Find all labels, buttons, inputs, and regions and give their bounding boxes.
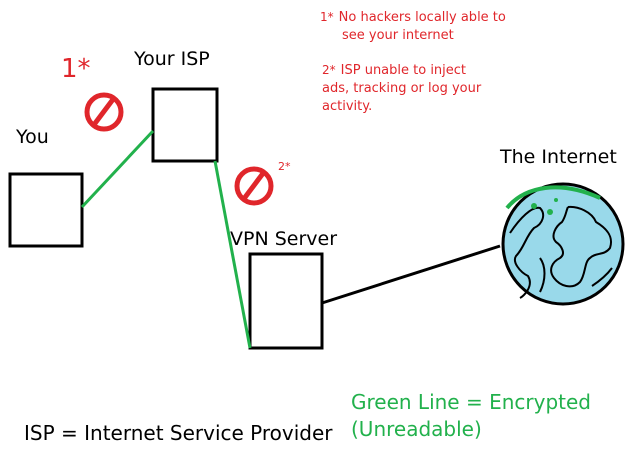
legend-line2: (Unreadable) [351,417,482,441]
isp-to-vpn-encrypted-line [213,160,252,349]
internet-label: The Internet [500,146,617,168]
vpn-server-box [248,252,324,350]
note-2: 2* ISP unable to inject ads, tracking or … [322,61,481,116]
vpn-to-internet-line [321,244,501,305]
isp-definition: ISP = Internet Service Provider [24,421,333,445]
isp-label: Your ISP [134,48,210,70]
you-label: You [16,126,49,148]
legend-line1: Green Line = Encrypted [351,390,591,414]
note-1-line2: see your internet [342,28,454,43]
note-1: 1* No hackers locally able to see your in… [320,8,506,45]
blocked-sign-icon-1 [84,92,124,132]
note-2-line1: ISP unable to inject [340,63,467,78]
note-1-line1: No hackers locally able to [338,10,506,25]
note-2-mark: 2* [322,63,336,77]
marker-1: 1* [61,54,91,84]
marker-2: 2* [278,160,291,173]
you-to-isp-encrypted-line [80,129,155,209]
globe-icon [501,182,625,306]
note-1-mark: 1* [320,10,334,24]
blocked-sign-icon-2 [234,166,274,206]
legend: Green Line = Encrypted (Unreadable) [351,389,591,443]
note-2-line3: activity. [322,99,373,114]
you-box [8,172,84,248]
isp-box [151,87,219,163]
note-2-line2: ads, tracking or log your [322,81,482,96]
vpn-server-label: VPN Server [230,228,338,250]
